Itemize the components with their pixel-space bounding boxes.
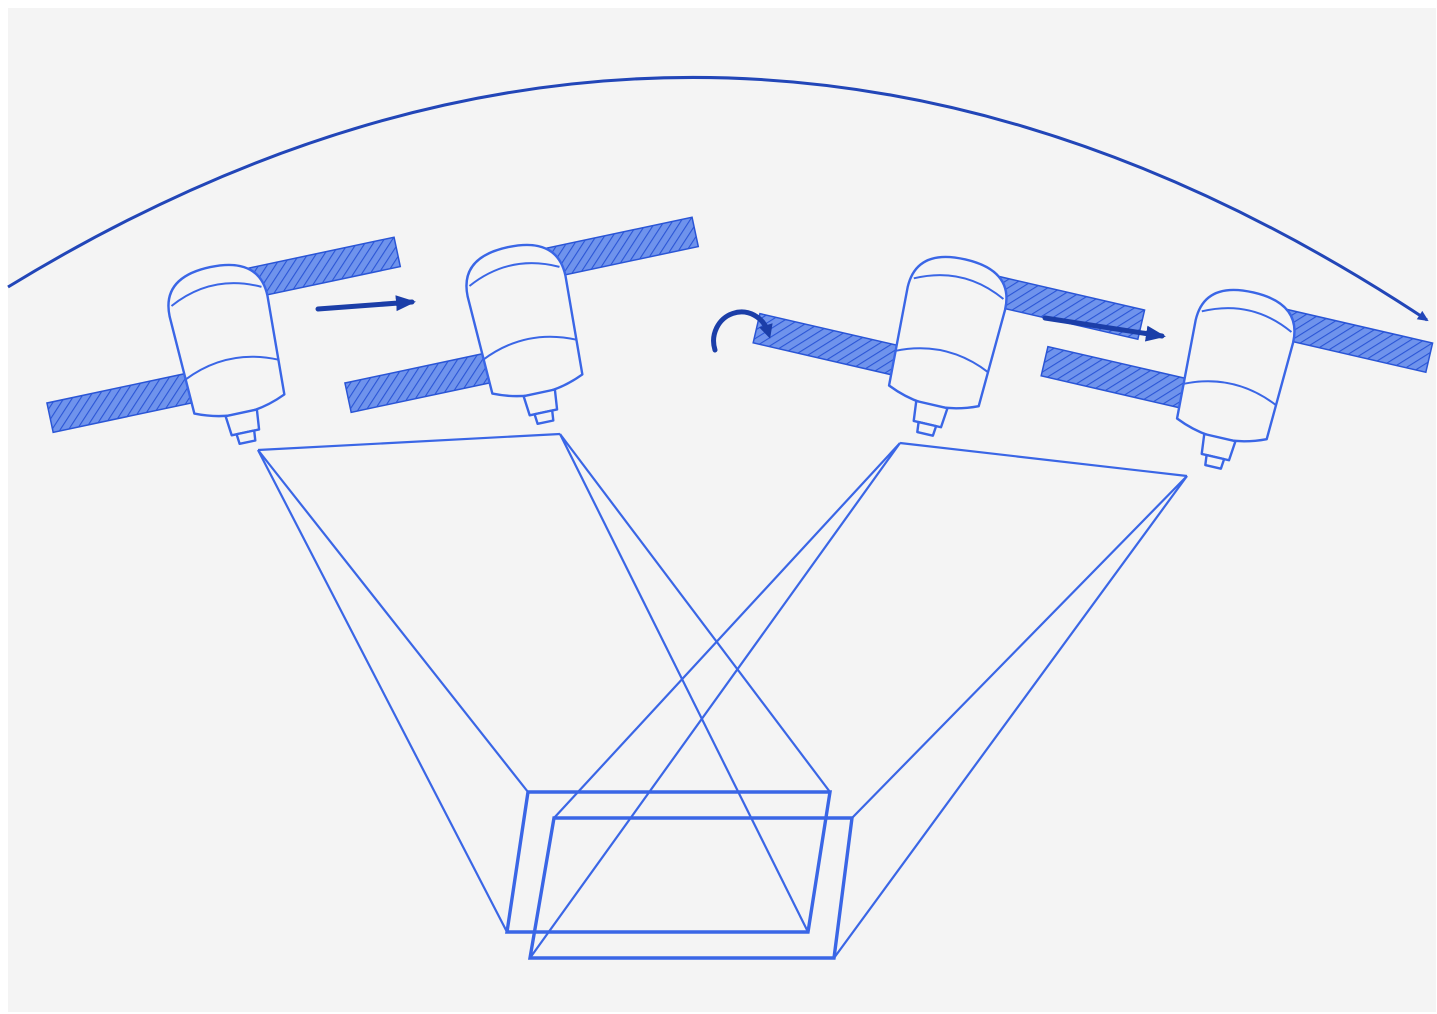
satellite-lens-tip [235, 429, 257, 446]
satellite-icon [344, 216, 700, 426]
satellite-band-line [482, 335, 578, 361]
satellite-dome-line [1201, 307, 1293, 333]
satellite-dome-line [913, 274, 1005, 300]
satellite-lens [224, 408, 261, 437]
motion-arrows [315, 295, 1166, 342]
satellite-lens [912, 399, 949, 429]
satellite-lens-tip [916, 420, 938, 437]
satellite-icon [1040, 288, 1434, 470]
satellite-lens-tip [533, 409, 555, 426]
ray [559, 433, 809, 933]
ray [833, 475, 1188, 959]
ray [529, 442, 901, 959]
satellite-icon [46, 236, 402, 446]
rotate-clockwise-icon [711, 309, 773, 353]
ray [257, 432, 561, 452]
ray [257, 449, 529, 793]
arrow-right-icon [1042, 315, 1166, 342]
ground-footprint [505, 790, 832, 934]
satellite-dome-line [170, 282, 262, 307]
satellite-band-line [184, 355, 280, 381]
orbit-arc-icon [7, 75, 1429, 322]
ray [257, 449, 508, 933]
canvas-background [8, 8, 1436, 1012]
viewing-rays [257, 432, 1188, 959]
ray [851, 475, 1188, 819]
ground-footprints [505, 790, 854, 960]
ray [553, 442, 901, 819]
satellite-lens [522, 388, 559, 417]
satellite-dome-line [468, 262, 560, 287]
satellites-group [46, 216, 1434, 470]
arrow-right-icon [315, 295, 416, 312]
satellite-icon [752, 255, 1146, 437]
satellite-lens [1200, 432, 1237, 462]
satellite-band-line [1182, 380, 1278, 407]
satellite-band-line [894, 347, 990, 374]
ray [559, 433, 831, 793]
satellite-lens-tip [1204, 453, 1226, 470]
ray [899, 441, 1188, 478]
ground-footprint [527, 816, 854, 960]
